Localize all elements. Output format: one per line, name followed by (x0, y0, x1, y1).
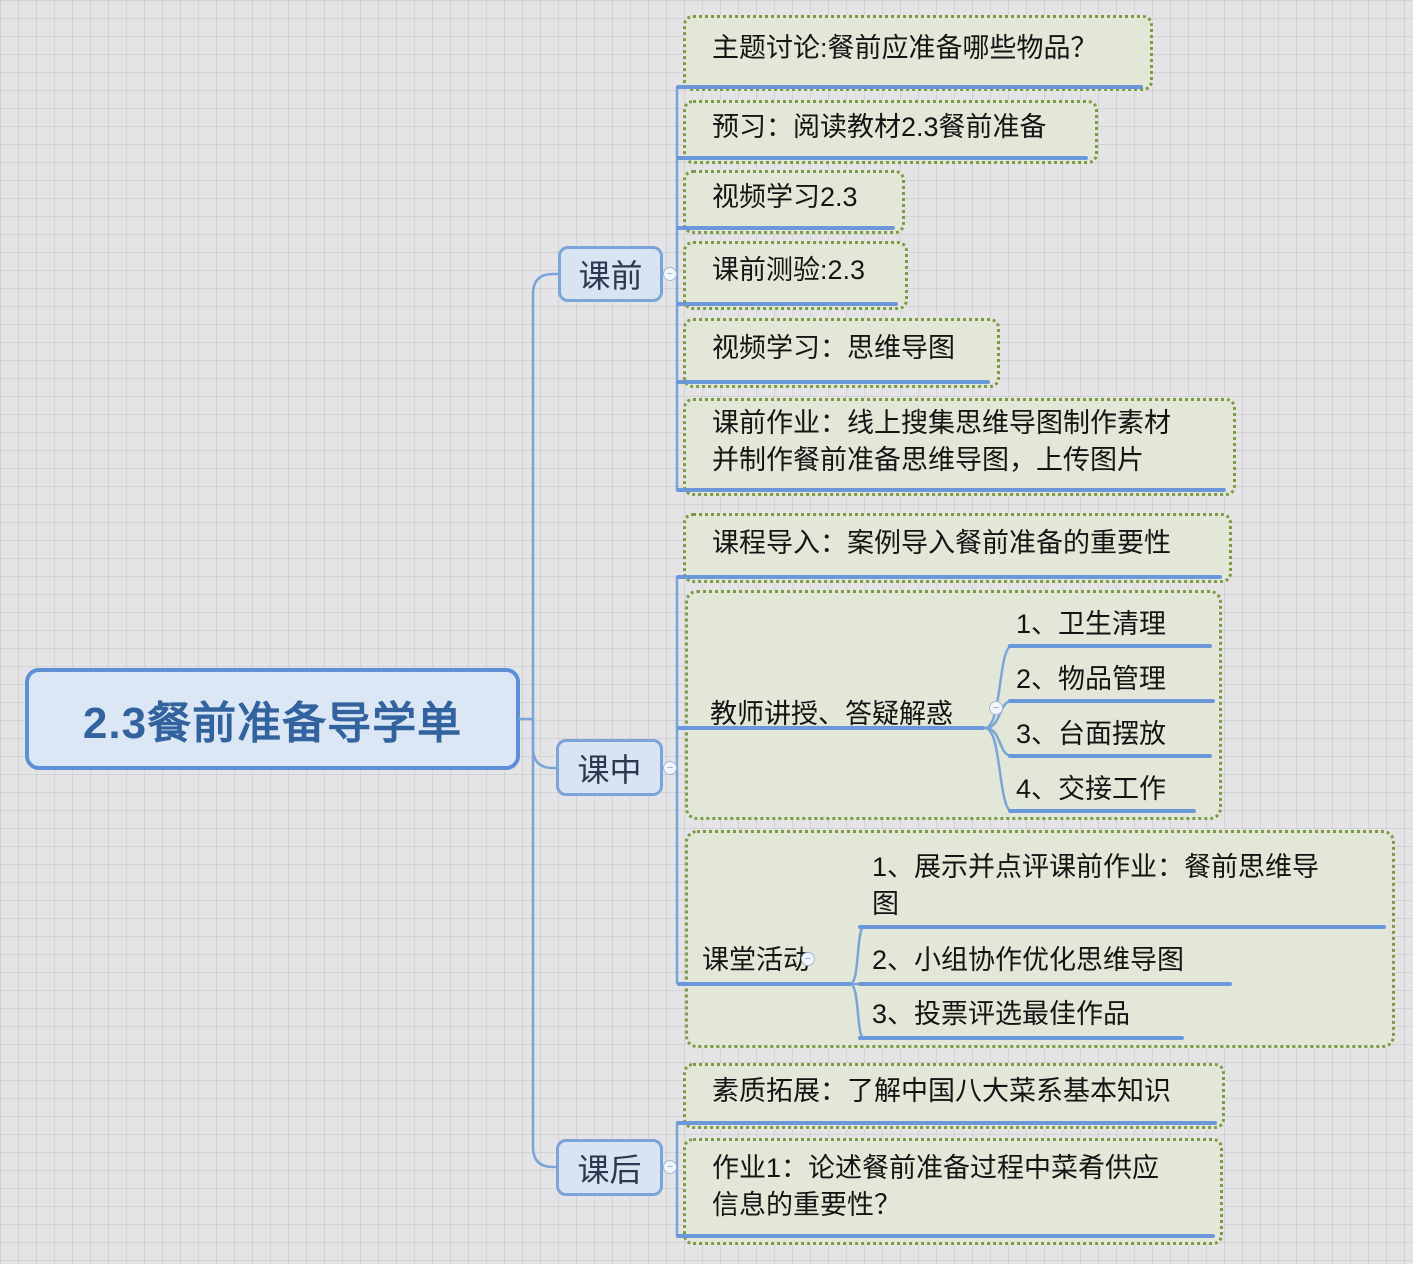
underline (858, 925, 1386, 929)
underline (676, 156, 1088, 160)
subtopic-handover-work[interactable]: 4、交接工作 (1016, 774, 1167, 804)
branch-after-class-label: 课后 (577, 1151, 642, 1188)
underline (676, 1234, 1215, 1238)
collapse-icon[interactable]: − (801, 952, 815, 966)
subtopic-show-and-review-line2[interactable]: 图 (872, 889, 899, 919)
underline (1008, 809, 1196, 813)
underline (676, 302, 898, 306)
subtopic-hygiene-cleaning[interactable]: 1、卫生清理 (1016, 609, 1167, 639)
topic-pre-class-test[interactable]: 课前测验:2.3 (683, 241, 908, 310)
underline (1008, 644, 1212, 648)
root-topic-label: 2.3餐前准备导学单 (82, 699, 463, 748)
topic-theme-discussion[interactable]: 主题讨论:餐前应准备哪些物品？ (683, 15, 1153, 91)
subtopic-group-optimize[interactable]: 2、小组协作优化思维导图 (872, 945, 1185, 975)
underline (858, 1036, 1184, 1040)
topic-course-intro[interactable]: 课程导入：案例导入餐前准备的重要性 (683, 513, 1232, 583)
collapse-icon[interactable]: − (989, 701, 1003, 715)
branch-pre-class[interactable]: 课前 (558, 246, 663, 302)
collapse-icon[interactable]: − (663, 267, 677, 281)
collapse-icon[interactable]: − (663, 761, 677, 775)
underline (676, 488, 1226, 492)
underline (1008, 699, 1215, 703)
underline (1008, 754, 1212, 758)
topic-homework-1[interactable]: 作业1：论述餐前准备过程中菜肴供应 信息的重要性？ (683, 1138, 1223, 1245)
underline (677, 982, 852, 986)
subtopic-show-and-review[interactable]: 1、展示并点评课前作业：餐前思维导 (872, 852, 1320, 882)
topic-video-mindmap[interactable]: 视频学习：思维导图 (683, 318, 1000, 388)
underline (676, 380, 990, 384)
subtopic-item-management[interactable]: 2、物品管理 (1016, 664, 1167, 694)
underline (858, 982, 1232, 986)
underline (676, 226, 895, 230)
group-teacher-lecture-label: 教师讲授、答疑解惑 (710, 699, 953, 729)
root-topic[interactable]: 2.3餐前准备导学单 (25, 668, 520, 770)
underline (676, 85, 1143, 89)
branch-in-class[interactable]: 课中 (556, 739, 663, 796)
topic-quality-expansion[interactable]: 素质拓展：了解中国八大菜系基本知识 (683, 1063, 1225, 1129)
group-class-activity[interactable] (685, 830, 1395, 1048)
branch-in-class-label: 课中 (577, 751, 642, 788)
branch-after-class[interactable]: 课后 (556, 1139, 663, 1196)
subtopic-vote-best-work[interactable]: 3、投票评选最佳作品 (872, 999, 1131, 1029)
underline (676, 1121, 1217, 1125)
subtopic-table-setting[interactable]: 3、台面摆放 (1016, 719, 1167, 749)
group-teacher-lecture[interactable] (685, 590, 1222, 820)
group-class-activity-label: 课堂活动 (702, 945, 810, 975)
collapse-icon[interactable]: − (663, 1160, 677, 1174)
underline (676, 575, 1222, 579)
topic-video-study-23[interactable]: 视频学习2.3 (683, 170, 905, 234)
topic-pre-class-homework[interactable]: 课前作业：线上搜集思维导图制作素材 并制作餐前准备思维导图，上传图片 (683, 398, 1236, 496)
topic-preview-textbook[interactable]: 预习：阅读教材2.3餐前准备 (683, 100, 1098, 164)
branch-pre-class-label: 课前 (578, 258, 643, 294)
underline (677, 726, 985, 730)
